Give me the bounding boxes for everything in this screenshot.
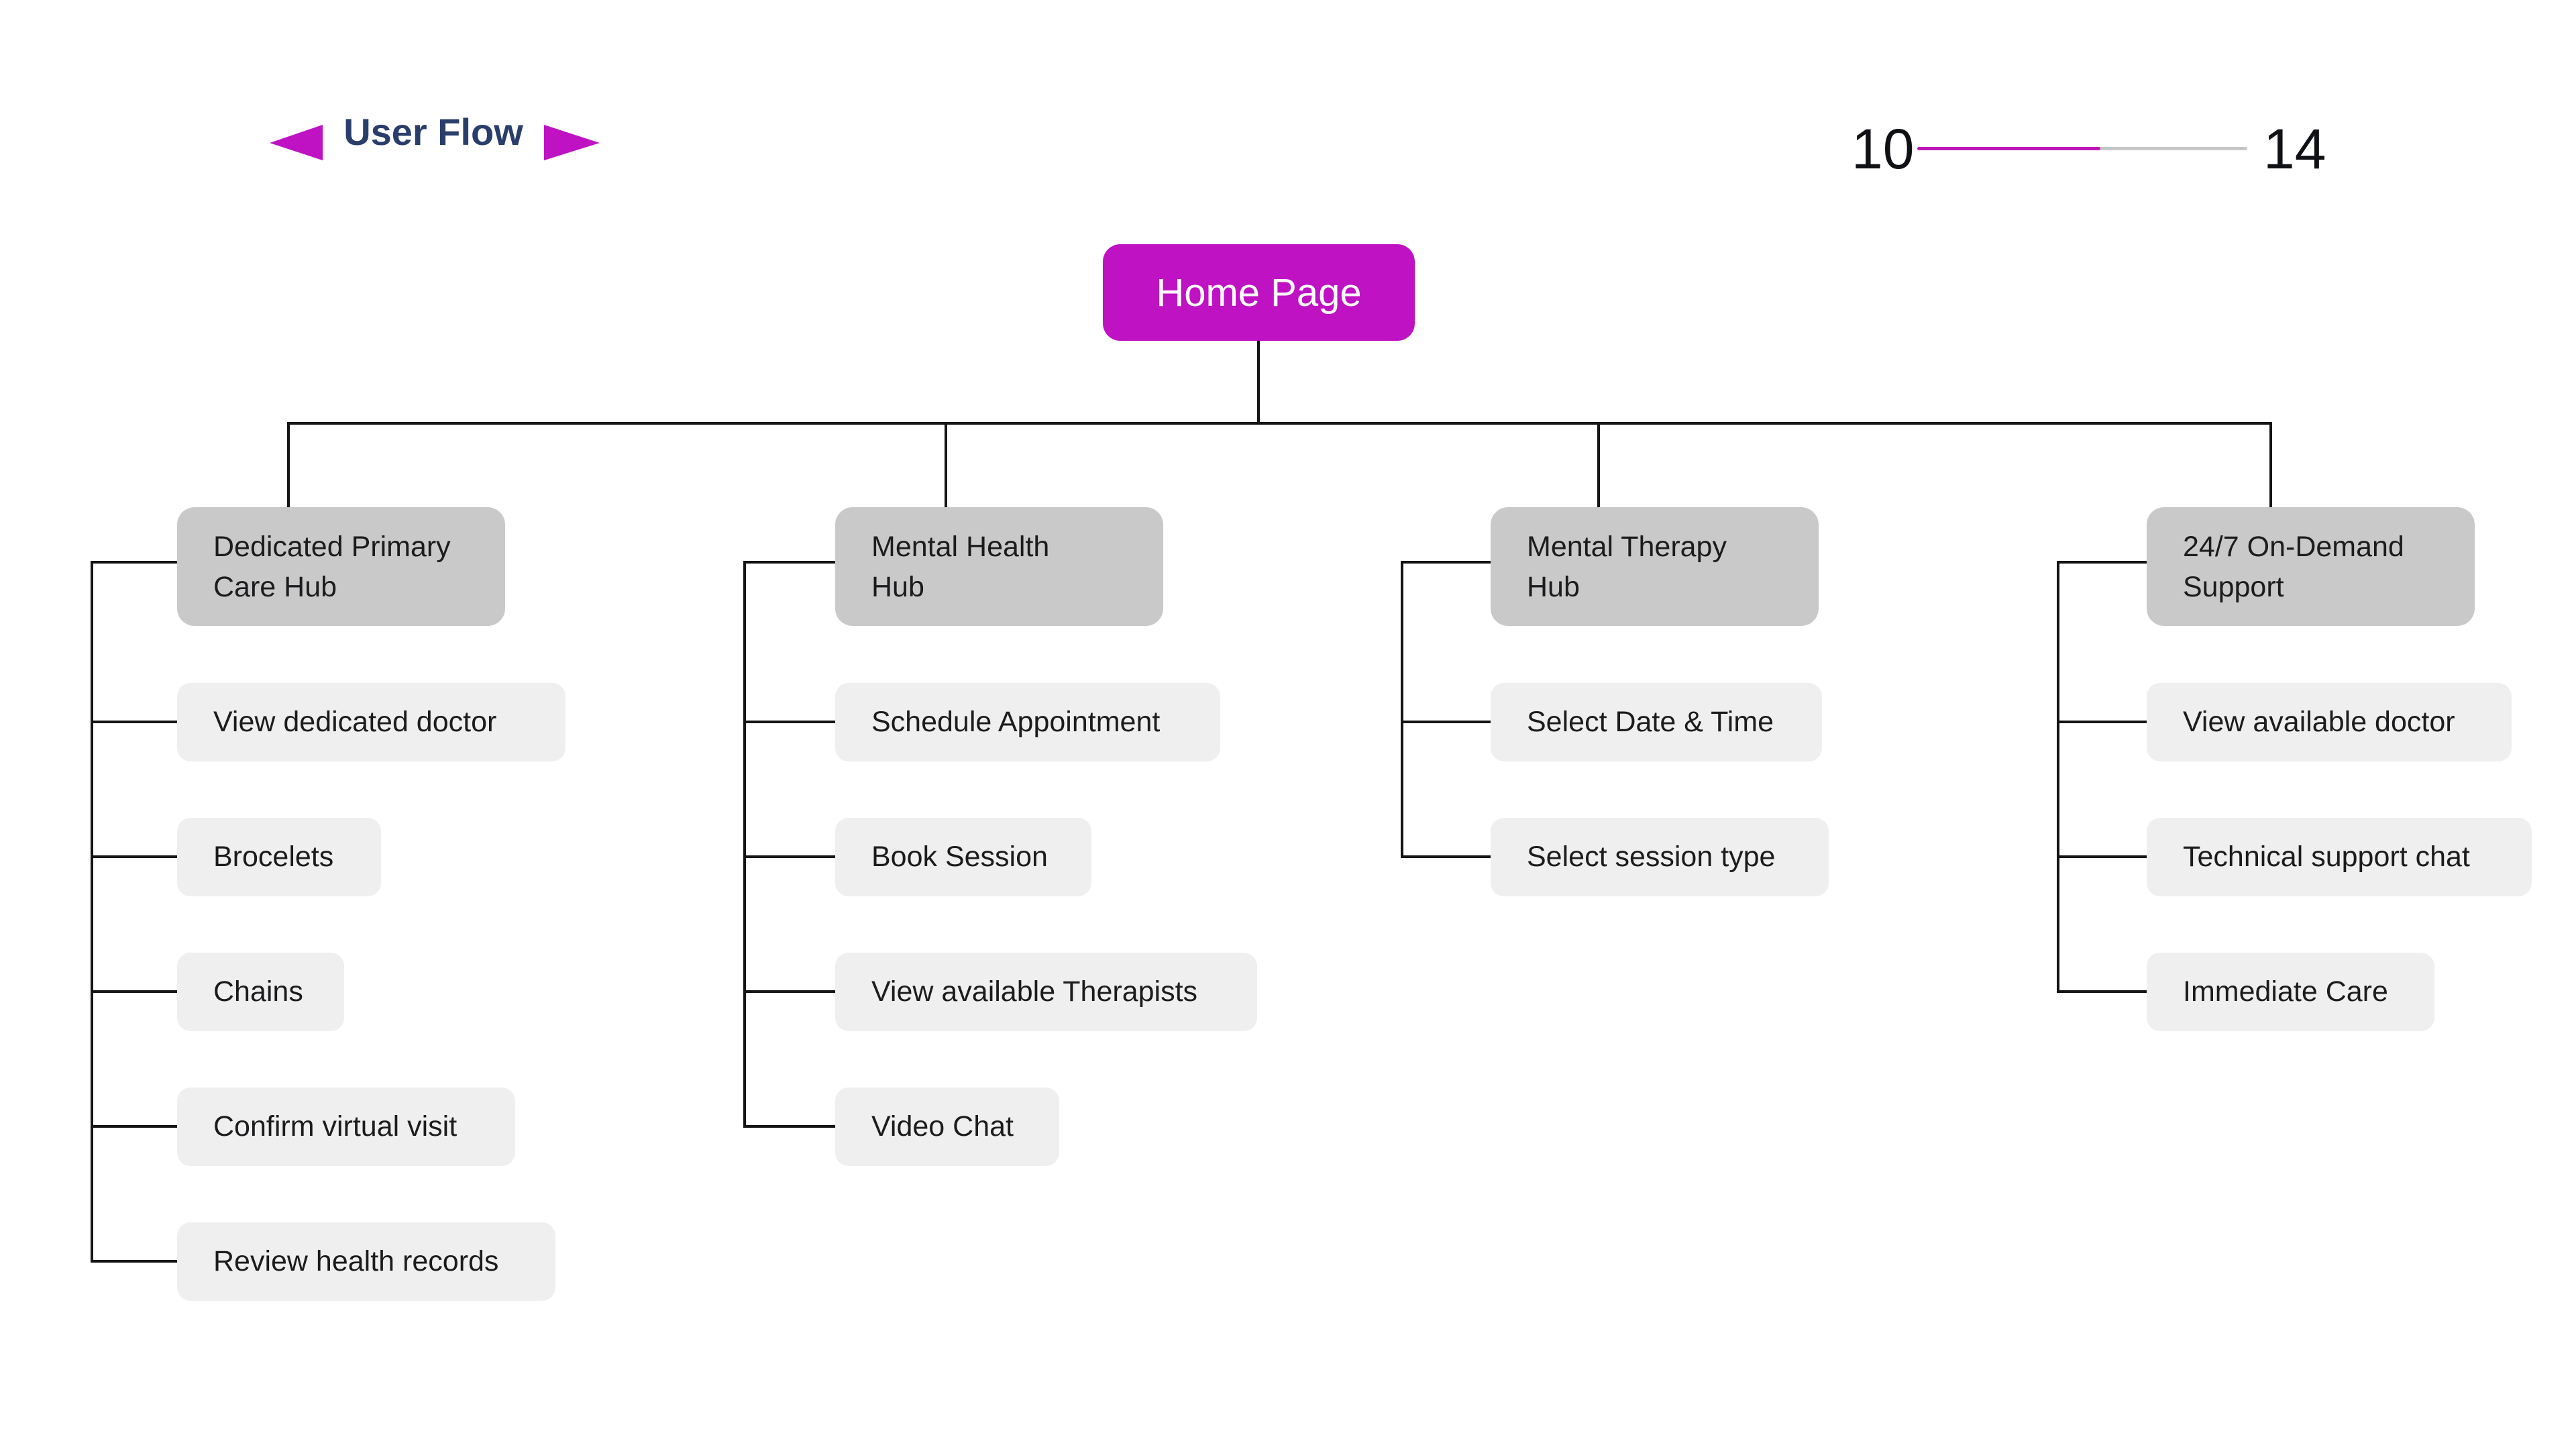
node-review-health-records[interactable]: Review health records (177, 1222, 555, 1301)
connector-root-drop (1257, 341, 1260, 422)
connector-stub (743, 1125, 835, 1128)
connector-drop-col4 (2269, 422, 2272, 507)
node-mental-health-hub[interactable]: Mental Health Hub (835, 507, 1163, 626)
progress-track (1917, 147, 2247, 150)
connector-drop-col3 (1597, 422, 1600, 507)
node-confirm-virtual-visit[interactable]: Confirm virtual visit (177, 1088, 515, 1166)
node-select-session-type[interactable]: Select session type (1491, 818, 1829, 896)
connector-spine-col2 (743, 561, 746, 1128)
node-technical-support-chat[interactable]: Technical support chat (2147, 818, 2532, 896)
node-brocelets[interactable]: Brocelets (177, 818, 381, 896)
connector-stub (743, 990, 835, 993)
connector-stub (743, 721, 835, 723)
node-select-date-time[interactable]: Select Date & Time (1491, 683, 1822, 761)
progress-start-label: 10 (1851, 117, 1915, 180)
connector-stub (91, 990, 178, 993)
connector-stub-hub2 (743, 561, 835, 564)
connector-stub-hub1 (91, 561, 178, 564)
connector-stub (1401, 855, 1491, 858)
node-book-session[interactable]: Book Session (835, 818, 1091, 896)
node-immediate-care[interactable]: Immediate Care (2147, 953, 2434, 1031)
node-chains[interactable]: Chains (177, 953, 344, 1031)
left-triangle-icon (270, 125, 323, 160)
connector-stub (2057, 855, 2147, 858)
connector-stub-hub4 (2057, 561, 2147, 564)
node-home-page[interactable]: Home Page (1103, 244, 1415, 341)
connector-stub (91, 721, 178, 723)
node-schedule-appointment[interactable]: Schedule Appointment (835, 683, 1220, 761)
connector-stub (743, 855, 835, 858)
connector-spine-col3 (1401, 561, 1403, 858)
connector-stub (2057, 990, 2147, 993)
node-on-demand-support-hub[interactable]: 24/7 On-Demand Support (2147, 507, 2475, 626)
progress-fill (1917, 147, 2100, 150)
connector-spine-col4 (2057, 561, 2059, 993)
right-triangle-icon (544, 125, 600, 160)
connector-stub-hub3 (1401, 561, 1491, 564)
connector-stub (91, 1260, 178, 1263)
node-dedicated-primary-care-hub[interactable]: Dedicated Primary Care Hub (177, 507, 505, 626)
node-view-available-therapists[interactable]: View available Therapists (835, 953, 1257, 1031)
connector-stub (91, 1125, 178, 1128)
connector-stub (2057, 721, 2147, 723)
connector-drop-col2 (945, 422, 947, 507)
progress-end-label: 14 (2263, 117, 2326, 180)
node-view-available-doctor[interactable]: View available doctor (2147, 683, 2512, 761)
node-mental-therapy-hub[interactable]: Mental Therapy Hub (1491, 507, 1819, 626)
connector-spine-col1 (91, 561, 93, 1263)
page-title: User Flow (343, 111, 523, 153)
node-video-chat[interactable]: Video Chat (835, 1088, 1059, 1166)
connector-drop-col1 (287, 422, 290, 507)
connector-distribution (288, 422, 2272, 425)
connector-stub (91, 855, 178, 858)
connector-stub (1401, 721, 1491, 723)
node-view-dedicated-doctor[interactable]: View dedicated doctor (177, 683, 566, 761)
